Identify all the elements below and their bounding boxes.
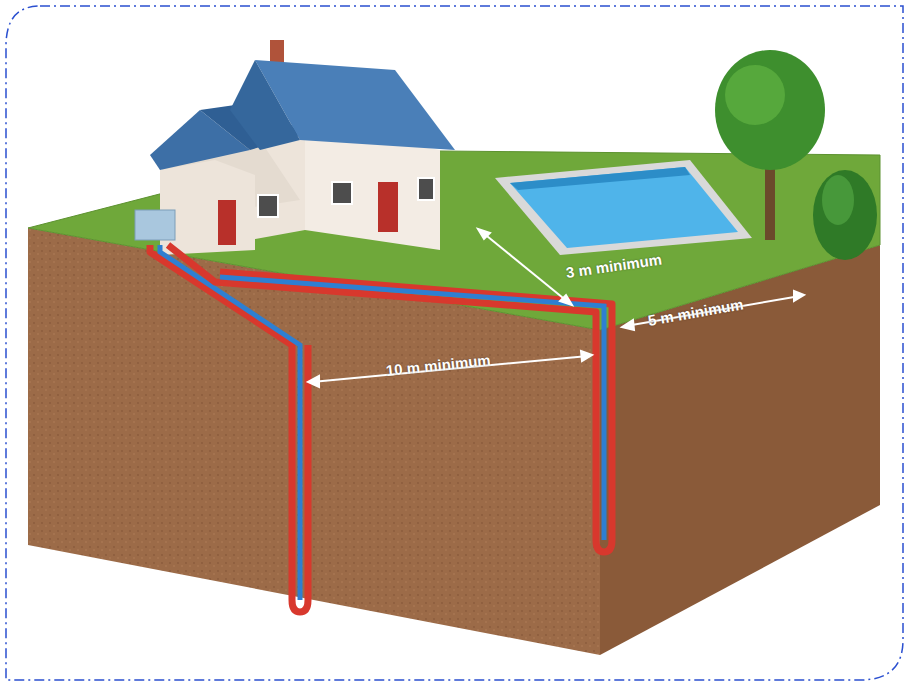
geothermal-illustration bbox=[0, 0, 909, 686]
